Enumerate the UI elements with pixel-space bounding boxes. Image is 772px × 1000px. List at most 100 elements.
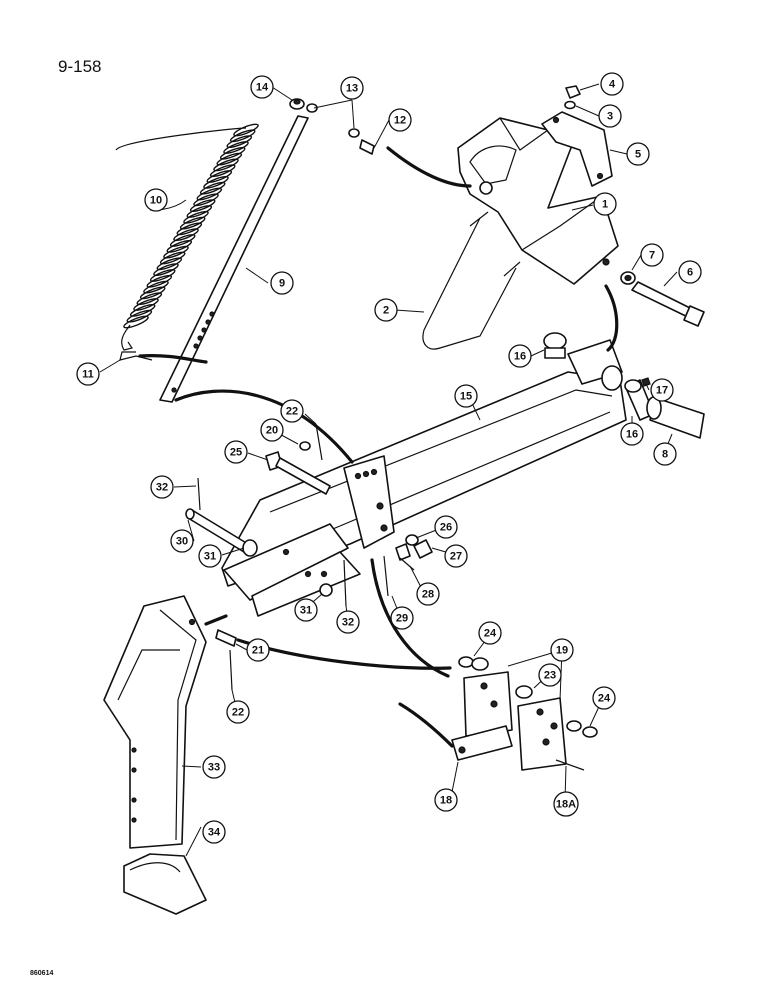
callout-circle: [340, 76, 364, 100]
callout-circle: [620, 422, 644, 446]
bushing-upper: [543, 332, 567, 359]
bolt-25: [265, 423, 331, 495]
callout-circle: [260, 418, 284, 442]
callout-c16b: 16: [620, 422, 644, 446]
plate-part: [541, 111, 613, 187]
callout-label: 13: [346, 83, 358, 95]
callout-label: 31: [204, 551, 216, 563]
callout-c11: 11: [76, 362, 100, 386]
bolt-part: [620, 271, 705, 327]
callout-label: 33: [208, 762, 220, 774]
callout-label: 17: [656, 385, 668, 397]
callout-circle: [592, 686, 616, 710]
callout-label: 27: [450, 551, 462, 563]
callout-label: 3: [607, 111, 613, 123]
callout-circle: [650, 378, 674, 402]
callout-circle: [593, 192, 617, 216]
point-part: [123, 853, 207, 915]
callout-circle: [454, 384, 478, 408]
callout-circle: [508, 344, 532, 368]
callout-c32b: 32: [336, 610, 360, 634]
callout-label: 26: [440, 522, 452, 534]
callout-c18a: 18A: [553, 791, 579, 817]
callout-label: 34: [208, 827, 221, 839]
callout-circle: [388, 108, 412, 132]
callout-c21: 21: [246, 638, 270, 662]
callout-label: 6: [687, 267, 693, 279]
callout-c6: 6: [678, 260, 702, 284]
callout-circle: [280, 399, 304, 423]
spring-part: [115, 123, 259, 351]
callout-circle: [144, 188, 168, 212]
callout-circle: [598, 104, 622, 128]
callout-c24a: 24: [478, 621, 502, 645]
callout-c10: 10: [144, 188, 168, 212]
callout-c28: 28: [416, 582, 440, 606]
callout-label: 19: [556, 645, 568, 657]
bushing-lower: [624, 377, 705, 439]
callout-label: 11: [82, 369, 94, 381]
page-number: 9-158: [58, 57, 101, 76]
figure-code: 860614: [30, 970, 53, 977]
callout-label: 7: [649, 250, 655, 262]
callout-c20: 20: [260, 418, 284, 442]
callout-circle: [600, 72, 624, 96]
shank-part: [103, 595, 207, 849]
callout-circle: [678, 260, 702, 284]
hardware-26-29: [383, 534, 433, 597]
callout-label: 9: [279, 278, 285, 290]
callout-label: 24: [598, 693, 611, 705]
callout-label: 18: [440, 795, 452, 807]
callout-circle: [550, 638, 574, 662]
callout-c29: 29: [390, 606, 414, 630]
callout-circle: [224, 440, 248, 464]
callout-c1: 1: [593, 192, 617, 216]
callout-circle: [294, 598, 318, 622]
callout-c12: 12: [388, 108, 412, 132]
callout-label: 23: [544, 670, 556, 682]
callout-circle: [336, 610, 360, 634]
callout-label: 22: [232, 707, 244, 719]
callout-circle: [270, 271, 294, 295]
callout-circle: [434, 788, 458, 812]
callout-c33: 33: [202, 755, 226, 779]
callout-c17: 17: [650, 378, 674, 402]
callout-c16a: 16: [508, 344, 532, 368]
callout-circle: [150, 475, 174, 499]
callout-c15: 15: [454, 384, 478, 408]
callout-c22a: 22: [280, 399, 304, 423]
callout-circle: [202, 820, 226, 844]
callout-label: 29: [396, 613, 408, 625]
callout-circle: [640, 243, 664, 267]
callout-label: 22: [286, 406, 298, 418]
callout-c31a: 31: [198, 544, 222, 568]
pin-30: [185, 477, 347, 607]
callout-c25: 25: [224, 440, 248, 464]
callout-label: 21: [252, 645, 264, 657]
callout-c14: 14: [250, 75, 274, 99]
bolt-21: [215, 629, 237, 691]
callout-label: 18A: [556, 799, 576, 811]
callout-circle: [553, 791, 579, 817]
callout-c18: 18: [434, 788, 458, 812]
callout-c5: 5: [626, 142, 650, 166]
callout-circle: [170, 529, 194, 553]
callout-c3: 3: [598, 104, 622, 128]
callout-label: 32: [156, 482, 168, 494]
callout-c26: 26: [434, 515, 458, 539]
callout-circle: [250, 75, 274, 99]
callout-c31b: 31: [294, 598, 318, 622]
callout-label: 12: [394, 115, 406, 127]
callout-label: 8: [662, 449, 668, 461]
callout-circle: [202, 755, 226, 779]
callout-label: 24: [484, 628, 497, 640]
center-bracket: [343, 455, 395, 549]
callout-c19: 19: [550, 638, 574, 662]
callout-label: 20: [266, 425, 278, 437]
callout-c30: 30: [170, 529, 194, 553]
callout-circle: [246, 638, 270, 662]
callout-label: 25: [230, 447, 242, 459]
callout-circle: [374, 298, 398, 322]
rod-part: [159, 115, 309, 403]
